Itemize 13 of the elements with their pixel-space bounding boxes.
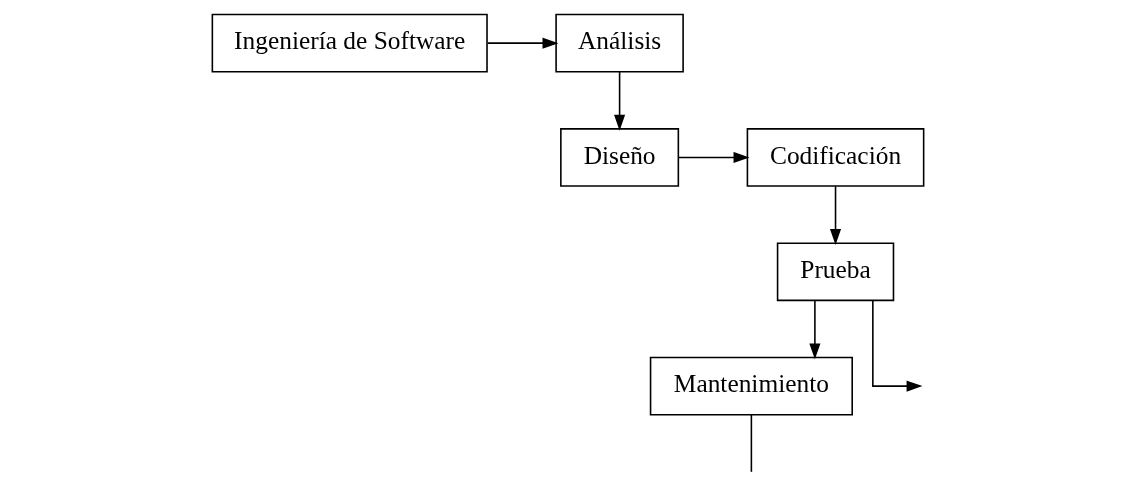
- connector: [750, 414, 752, 473]
- node-box: Diseño: [559, 128, 679, 187]
- node-box: Mantenimiento: [649, 356, 853, 416]
- arrow: [677, 151, 749, 164]
- node-box: Análisis: [554, 13, 684, 73]
- node-box: Codificación: [746, 128, 924, 187]
- arrow: [486, 37, 558, 49]
- arrow: [613, 71, 625, 131]
- arrow: [829, 185, 841, 245]
- node-box: Ingeniería de Software: [211, 13, 488, 73]
- node-box: Prueba: [776, 242, 894, 302]
- arrow: [808, 299, 820, 360]
- arrow: [871, 299, 922, 392]
